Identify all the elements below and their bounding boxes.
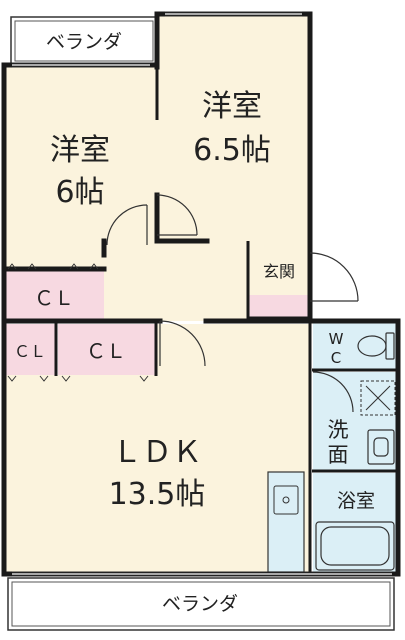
entrance-area [248,247,308,295]
kitchen-counter [267,471,305,573]
room-wc [313,323,398,369]
washroom-label-line2: 面 [328,443,349,467]
balcony-bottom-label: ベランダ [162,593,238,615]
room-bathroom [313,473,398,574]
closet-upper-label: ＣＬ [34,286,74,310]
wc-label-line2: C [331,349,341,367]
western-right-name: 洋室 [202,89,262,124]
washroom-label-line1: 洗 [328,418,349,442]
ldk-name: ＬＤＫ [112,435,202,470]
hallway [104,241,248,321]
room-ldk [4,375,309,574]
closet-small [4,324,56,375]
closet-middle [58,324,156,375]
room-western-right [157,14,309,241]
balcony-bottom [7,577,395,631]
bathtub-icon [315,521,395,571]
door-swings [106,194,359,413]
kitchen-sink-icon [273,485,299,515]
room-western-left [4,65,157,267]
walls [1,11,401,577]
western-right-size: 6.5帖 [193,133,271,168]
western-left-name: 洋室 [50,133,110,168]
room-washroom [313,372,398,470]
toilet-icon [357,332,395,360]
closet-middle-label: ＣＬ [86,339,126,363]
bathroom-label: 浴室 [337,490,375,512]
balcony-top-label: ベランダ [46,31,122,53]
wash-basin-icon [367,429,395,465]
western-left-size: 6帖 [55,175,104,210]
ldk-size: 13.5帖 [109,477,206,512]
closet-upper [4,269,104,320]
entrance-step [248,295,308,319]
wc-label-line1: W [329,330,344,348]
closet-small-label: ＣＬ [14,342,46,361]
washer-space-icon [360,380,396,416]
entrance-label: 玄関 [263,262,295,281]
balcony-top [10,16,158,66]
